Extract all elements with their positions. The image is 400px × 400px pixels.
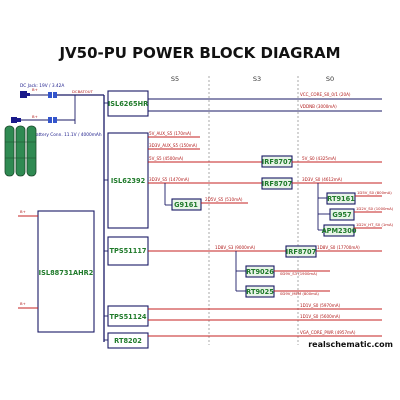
irf8707-1d8v-block bbox=[285, 245, 317, 258]
battery-connector-icon bbox=[11, 117, 21, 123]
charger-b-plus-out: B+ bbox=[20, 301, 26, 306]
isl88731ahr2-label: ISL88731AHR2 bbox=[39, 269, 94, 277]
dc-switch-icon bbox=[48, 92, 57, 98]
1d8v-s3-net: 1D8V_S3 (9000mA) bbox=[215, 245, 256, 250]
column-label-s3: S3 bbox=[253, 75, 261, 83]
isl88731ahr2-block bbox=[37, 210, 95, 333]
5v-aux-net: 5V_AUX_S5 (170mA) bbox=[149, 131, 192, 136]
column-label-s5: S5 bbox=[171, 75, 179, 83]
apm2300-block bbox=[323, 224, 355, 237]
3v-s0-net: 3D3V_S0 (4612mA) bbox=[302, 177, 343, 182]
vga-core-net: VGA_CORE_PWR (4957mA) bbox=[300, 330, 356, 335]
0d9v-mem-net: 0D9V_MEM (800mA) bbox=[280, 291, 319, 296]
battery-label: Battery Conn. 11.1V / 4000mAh bbox=[33, 132, 102, 138]
rt8202-label: RT8202 bbox=[114, 337, 142, 345]
isl6265hr-label: ISL6265HR bbox=[108, 100, 148, 108]
apm2300-label: APM2300 bbox=[322, 227, 357, 235]
vcc-core-net: VCC_CORE_S0_0/1 (20A) bbox=[300, 92, 351, 97]
dc-jack-connector-icon bbox=[20, 91, 30, 98]
1d5v-s0-net: 1D5V_S0 (800mA) bbox=[357, 190, 392, 195]
charger-b-plus-in: B+ bbox=[20, 209, 26, 214]
irf8707-3v-label: IRF8707 bbox=[262, 180, 293, 188]
vddnb-net: VDDNB (3000mA) bbox=[300, 104, 337, 109]
g9161-label: G9161 bbox=[174, 201, 198, 209]
battery-b-plus: B+ bbox=[32, 114, 38, 119]
1d8v-s0-net: 1D8V_S0 (17700mA) bbox=[317, 245, 360, 250]
3v-aux-net: 3D3V_AUX_S5 (150mA) bbox=[149, 143, 198, 148]
isl62392-block bbox=[107, 132, 149, 229]
isl6265hr-block bbox=[107, 90, 149, 117]
rt9161-block bbox=[326, 192, 356, 205]
rt9026-block bbox=[245, 265, 275, 278]
3v-s5-net: 3D3V_S5 (1470mA) bbox=[149, 177, 190, 182]
1d2v-s0-net: 1D2V_S0 (1000mA) bbox=[356, 206, 394, 211]
2d5v-s5-net: 2D5V_S5 (510mA) bbox=[205, 197, 243, 202]
g9161-block bbox=[171, 198, 202, 211]
tps51117-label: TPS51117 bbox=[109, 247, 146, 255]
irf8707-3v-block bbox=[261, 177, 293, 190]
isl62392-label: ISL62392 bbox=[111, 177, 146, 185]
rt9025-label: RT9025 bbox=[246, 288, 274, 296]
5v-s5-net: 5V_S5 (4500mA) bbox=[149, 156, 184, 161]
g957-label: G957 bbox=[332, 211, 352, 219]
column-label-s0: S0 bbox=[326, 75, 334, 83]
battery-cells-icon bbox=[4, 125, 37, 177]
rt9025-block bbox=[245, 285, 275, 298]
diagram-title: JV50-PU POWER BLOCK DIAGRAM bbox=[58, 44, 340, 62]
rt9026-label: RT9026 bbox=[246, 268, 274, 276]
rt9161-label: RT9161 bbox=[327, 195, 355, 203]
tps51124-label: TPS51124 bbox=[109, 313, 146, 321]
0d9v-s3-net: 0D9V_S3 (1900mA) bbox=[280, 271, 318, 276]
dcbatout-label: DCBATOUT bbox=[72, 89, 94, 94]
1d1v-alw-net: 1D1V_S0 (5600mA) bbox=[300, 314, 341, 319]
5v-s0-net: 5V_S0 (4325mA) bbox=[302, 156, 337, 161]
dc-jack-label: DC Jack: 19V / 3.42A bbox=[20, 83, 64, 89]
1d2v-ht-net: 1D2V_HT_S0 (1mA) bbox=[356, 222, 394, 227]
battery-switch-icon bbox=[48, 117, 57, 123]
irf8707-5v-block bbox=[261, 155, 293, 168]
irf8707-5v-label: IRF8707 bbox=[262, 158, 293, 166]
g957-block bbox=[329, 208, 355, 221]
1d1v-vtt-net: 1D1V_S0 (5970mA) bbox=[300, 303, 341, 308]
irf8707-1d8v-label: IRF8707 bbox=[286, 248, 317, 256]
site-credit: realschematic.com bbox=[308, 340, 393, 349]
dc-jack-b-plus: B+ bbox=[32, 87, 38, 92]
rt8202-block bbox=[107, 332, 149, 349]
